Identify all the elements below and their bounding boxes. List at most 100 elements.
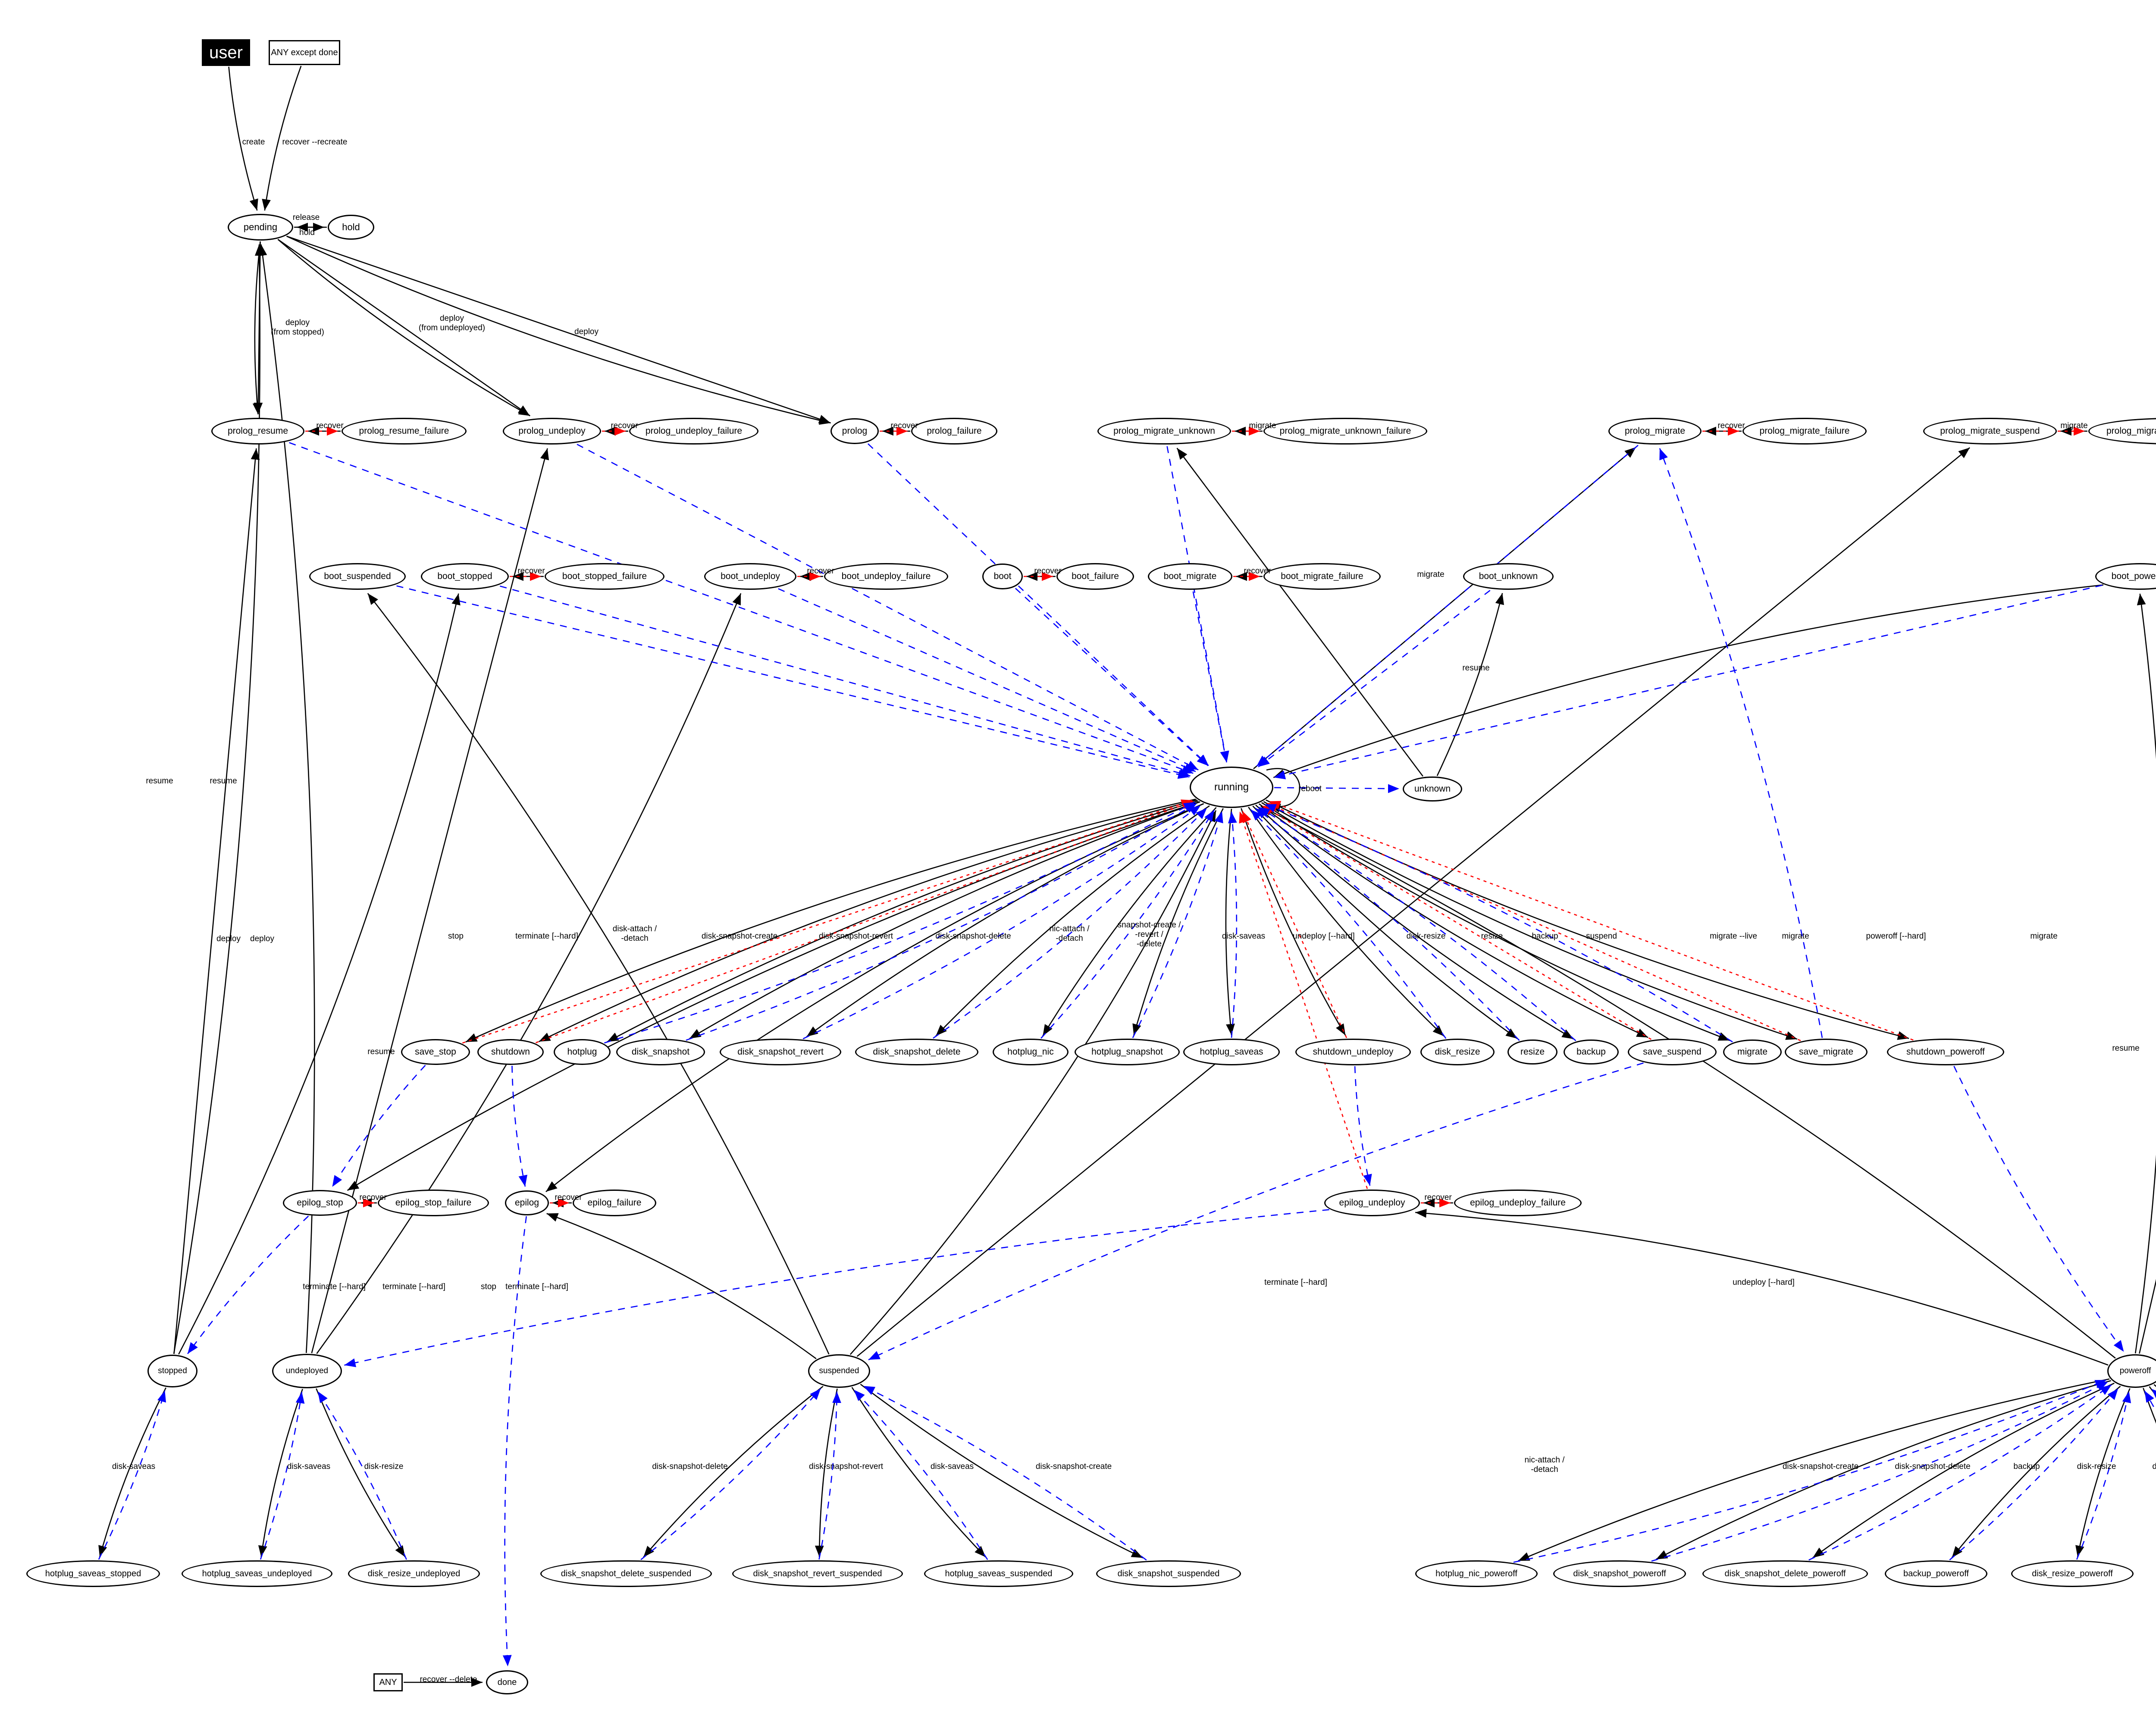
edge-running-to-disk_snapshot_revert [806,803,1204,1037]
state-node-hold[interactable]: hold [328,215,374,240]
state-node-disk_snapshot_poweroff[interactable]: disk_snapshot_poweroff [1553,1560,1686,1587]
state-node-save_migrate[interactable]: save_migrate [1785,1039,1868,1065]
state-node-epilog_undeploy[interactable]: epilog_undeploy [1324,1190,1420,1216]
state-node-any[interactable]: ANY [373,1673,403,1691]
state-node-prolog_migrate[interactable]: prolog_migrate [1608,418,1702,445]
state-node-label: hotplug_saveas_undeployed [202,1569,312,1578]
state-node-backup_poweroff[interactable]: backup_poweroff [1885,1560,1987,1587]
state-node-prolog[interactable]: prolog [830,418,879,444]
state-node-prolog_undeploy_failure[interactable]: prolog_undeploy_failure [629,418,758,445]
state-node-prolog_migrate_suspend_failure[interactable]: prolog_migrate_suspend_failure [2088,418,2156,445]
edge-decoration [316,593,742,1354]
state-node-boot_undeploy[interactable]: boot_undeploy [704,563,796,590]
state-node-boot_migrate_failure[interactable]: boot_migrate_failure [1263,563,1381,590]
state-node-label: hotplug_snapshot [1091,1047,1163,1057]
edge-label: recover [1244,567,1271,576]
state-node-resize[interactable]: resize [1507,1039,1557,1065]
state-node-migrate[interactable]: migrate [1723,1039,1782,1065]
state-node-label: epilog_stop [297,1198,343,1208]
state-node-suspended[interactable]: suspended [808,1354,870,1388]
state-node-prolog_migrate_failure[interactable]: prolog_migrate_failure [1742,418,1867,445]
state-node-poweroff[interactable]: poweroff [2107,1354,2156,1388]
state-node-epilog[interactable]: epilog [505,1190,549,1215]
state-node-shutdown_poweroff[interactable]: shutdown_poweroff [1887,1039,2004,1065]
state-node-label: boot_poweroff [2111,571,2156,581]
state-node-label: boot_unknown [1479,571,1538,581]
edge-label: recover [611,421,638,431]
state-node-epilog_stop[interactable]: epilog_stop [283,1190,357,1216]
state-node-epilog_stop_failure[interactable]: epilog_stop_failure [378,1190,489,1216]
state-node-disk_snapshot_delete[interactable]: disk_snapshot_delete [855,1039,978,1065]
state-node-label: boot_migrate_failure [1281,571,1363,581]
state-node-disk_resize_undeployed[interactable]: disk_resize_undeployed [348,1560,480,1587]
state-node-boot_suspended[interactable]: boot_suspended [309,563,406,590]
edge-label: disk-resize [1406,932,1446,941]
state-node-pending[interactable]: pending [228,214,293,241]
state-node-hotplug_nic[interactable]: hotplug_nic [993,1039,1069,1065]
state-node-prolog_migrate_unknown[interactable]: prolog_migrate_unknown [1097,418,1231,445]
edge-running-to-unknown [1274,784,1400,793]
edge-label: disk-saveas [112,1462,156,1472]
edge-label: create [242,138,265,147]
edge-label: backup [1532,932,1558,941]
edge-decoration [849,810,1217,1355]
state-node-undeployed[interactable]: undeployed [272,1354,342,1388]
state-node-save_suspend[interactable]: save_suspend [1628,1039,1717,1065]
state-node-hotplug_saveas[interactable]: hotplug_saveas [1183,1039,1280,1065]
state-node-epilog_failure[interactable]: epilog_failure [573,1190,656,1216]
state-node-label: prolog_migrate_unknown [1113,426,1215,436]
state-node-boot_migrate[interactable]: boot_migrate [1148,563,1232,590]
state-node-label: epilog_stop_failure [395,1198,472,1208]
state-node-disk_snapshot_delete_poweroff[interactable]: disk_snapshot_delete_poweroff [1702,1560,1868,1587]
state-node-label: prolog_undeploy [518,426,586,436]
state-node-stopped[interactable]: stopped [147,1355,197,1387]
state-node-boot_failure[interactable]: boot_failure [1056,563,1134,590]
state-node-done[interactable]: done [486,1670,528,1694]
edge-decoration [173,244,264,1354]
state-node-hotplug_nic_poweroff[interactable]: hotplug_nic_poweroff [1415,1560,1538,1587]
state-node-running[interactable]: running [1190,767,1273,808]
state-node-label: prolog [842,426,868,436]
state-node-prolog_failure[interactable]: prolog_failure [911,418,997,445]
state-node-boot_stopped[interactable]: boot_stopped [421,563,509,590]
state-node-disk_snapshot_suspended[interactable]: disk_snapshot_suspended [1096,1560,1241,1587]
edge-decoration [396,585,1190,779]
state-node-shutdown_undeploy[interactable]: shutdown_undeploy [1295,1039,1411,1065]
state-node-disk_resize[interactable]: disk_resize [1420,1039,1495,1065]
state-node-label: shutdown_poweroff [1906,1047,1985,1057]
state-node-disk_snapshot_delete_suspended[interactable]: disk_snapshot_delete_suspended [540,1560,712,1587]
state-node-prolog_migrate_unknown_failure[interactable]: prolog_migrate_unknown_failure [1263,418,1427,445]
state-node-hotplug[interactable]: hotplug [554,1039,611,1065]
state-node-boot_poweroff[interactable]: boot_poweroff [2095,563,2156,590]
edge-decoration [1228,811,1238,1038]
edge-running-to-migrate [1261,802,1730,1041]
edge-label: nic-attach / -detach [1524,1456,1565,1474]
state-node-user[interactable]: user [202,39,250,66]
state-node-shutdown[interactable]: shutdown [477,1039,544,1065]
state-node-hotplug_snapshot[interactable]: hotplug_snapshot [1075,1039,1180,1065]
state-node-disk_snapshot_revert_suspended[interactable]: disk_snapshot_revert_suspended [732,1560,903,1587]
state-node-prolog_resume[interactable]: prolog_resume [211,418,304,445]
edge-label: migrate --live [1710,932,1757,941]
state-node-prolog_migrate_suspend[interactable]: prolog_migrate_suspend [1923,418,2057,445]
state-node-hotplug_saveas_suspended[interactable]: hotplug_saveas_suspended [924,1560,1073,1587]
state-node-hotplug_saveas_undeployed[interactable]: hotplug_saveas_undeployed [182,1560,332,1587]
state-node-boot_unknown[interactable]: boot_unknown [1463,563,1554,590]
state-node-disk_resize_poweroff[interactable]: disk_resize_poweroff [2011,1560,2134,1587]
state-node-disk_snapshot_revert[interactable]: disk_snapshot_revert [720,1039,841,1065]
state-node-save_stop[interactable]: save_stop [401,1039,470,1065]
edge-label: disk-snapshot-delete [652,1462,728,1472]
state-node-unknown[interactable]: unknown [1403,776,1462,802]
state-node-boot[interactable]: boot [982,564,1023,589]
state-node-label: resize [1520,1047,1545,1057]
state-node-boot_undeploy_failure[interactable]: boot_undeploy_failure [824,563,948,590]
state-node-disk_snapshot[interactable]: disk_snapshot [616,1039,705,1065]
state-node-hotplug_saveas_stopped[interactable]: hotplug_saveas_stopped [26,1560,160,1587]
state-node-epilog_undeploy_failure[interactable]: epilog_undeploy_failure [1454,1190,1582,1216]
state-node-any_except_done[interactable]: ANY except done [269,40,340,65]
state-node-prolog_resume_failure[interactable]: prolog_resume_failure [342,418,467,445]
state-node-boot_stopped_failure[interactable]: boot_stopped_failure [545,563,664,590]
state-node-backup[interactable]: backup [1564,1039,1619,1065]
state-node-prolog_undeploy[interactable]: prolog_undeploy [503,418,601,445]
edge-label: recover --recreate [282,138,348,147]
